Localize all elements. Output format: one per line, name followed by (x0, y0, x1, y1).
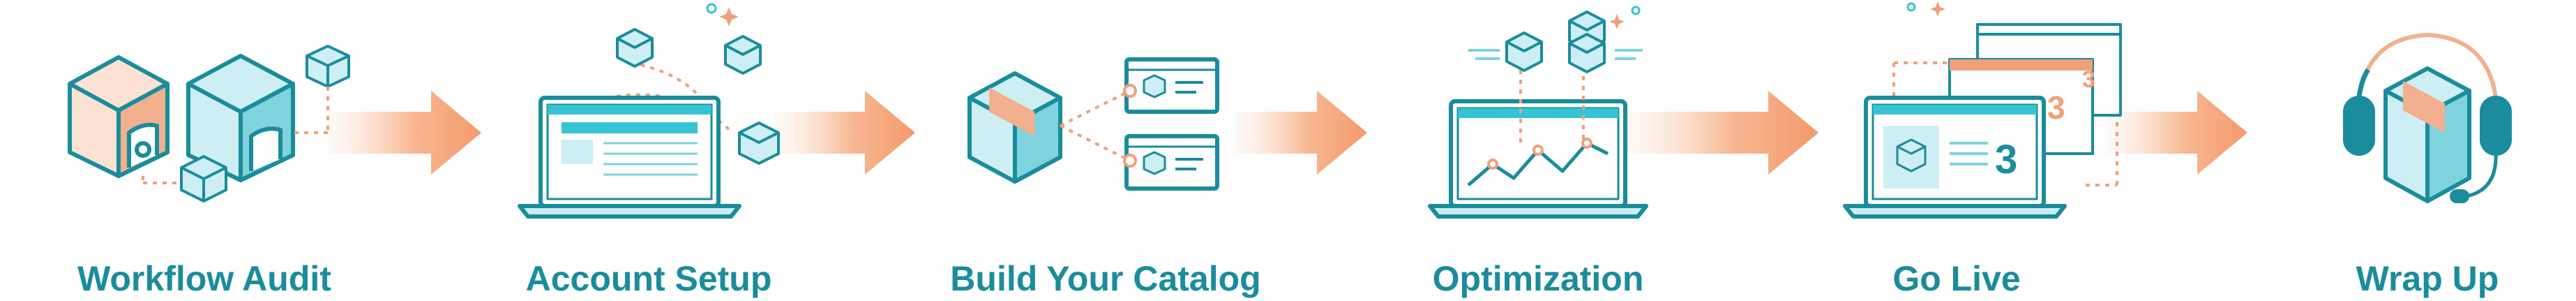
svg-text:3: 3 (2082, 66, 2095, 93)
step-label-account-setup: Account Setup (525, 259, 772, 298)
flow-arrow-5 (2107, 91, 2247, 175)
laptop-windows-icon: 3 3 3 (1843, 1, 2122, 219)
svg-text:3: 3 (2047, 89, 2065, 126)
laptop-setup-icon (518, 3, 780, 219)
flow-arrow-3 (1235, 91, 1367, 175)
catalog-box-icon (967, 57, 1219, 191)
step-label-workflow-audit: Workflow Audit (77, 259, 331, 298)
flow-arrow-2 (774, 91, 915, 175)
step-label-wrap-up: Wrap Up (2356, 259, 2499, 298)
flow-arrow-1 (328, 91, 481, 175)
step-label-build-your-catalog: Build Your Catalog (950, 259, 1261, 298)
step-label-go-live: Go Live (1892, 259, 2021, 298)
warehouse-boxes-icon (68, 45, 350, 203)
step-label-optimization: Optimization (1432, 259, 1644, 298)
svg-text:3: 3 (1995, 137, 2017, 182)
flow-arrow-4 (1625, 91, 1818, 175)
headset-box-icon (2343, 33, 2512, 203)
laptop-chart-icon (1428, 6, 1648, 219)
